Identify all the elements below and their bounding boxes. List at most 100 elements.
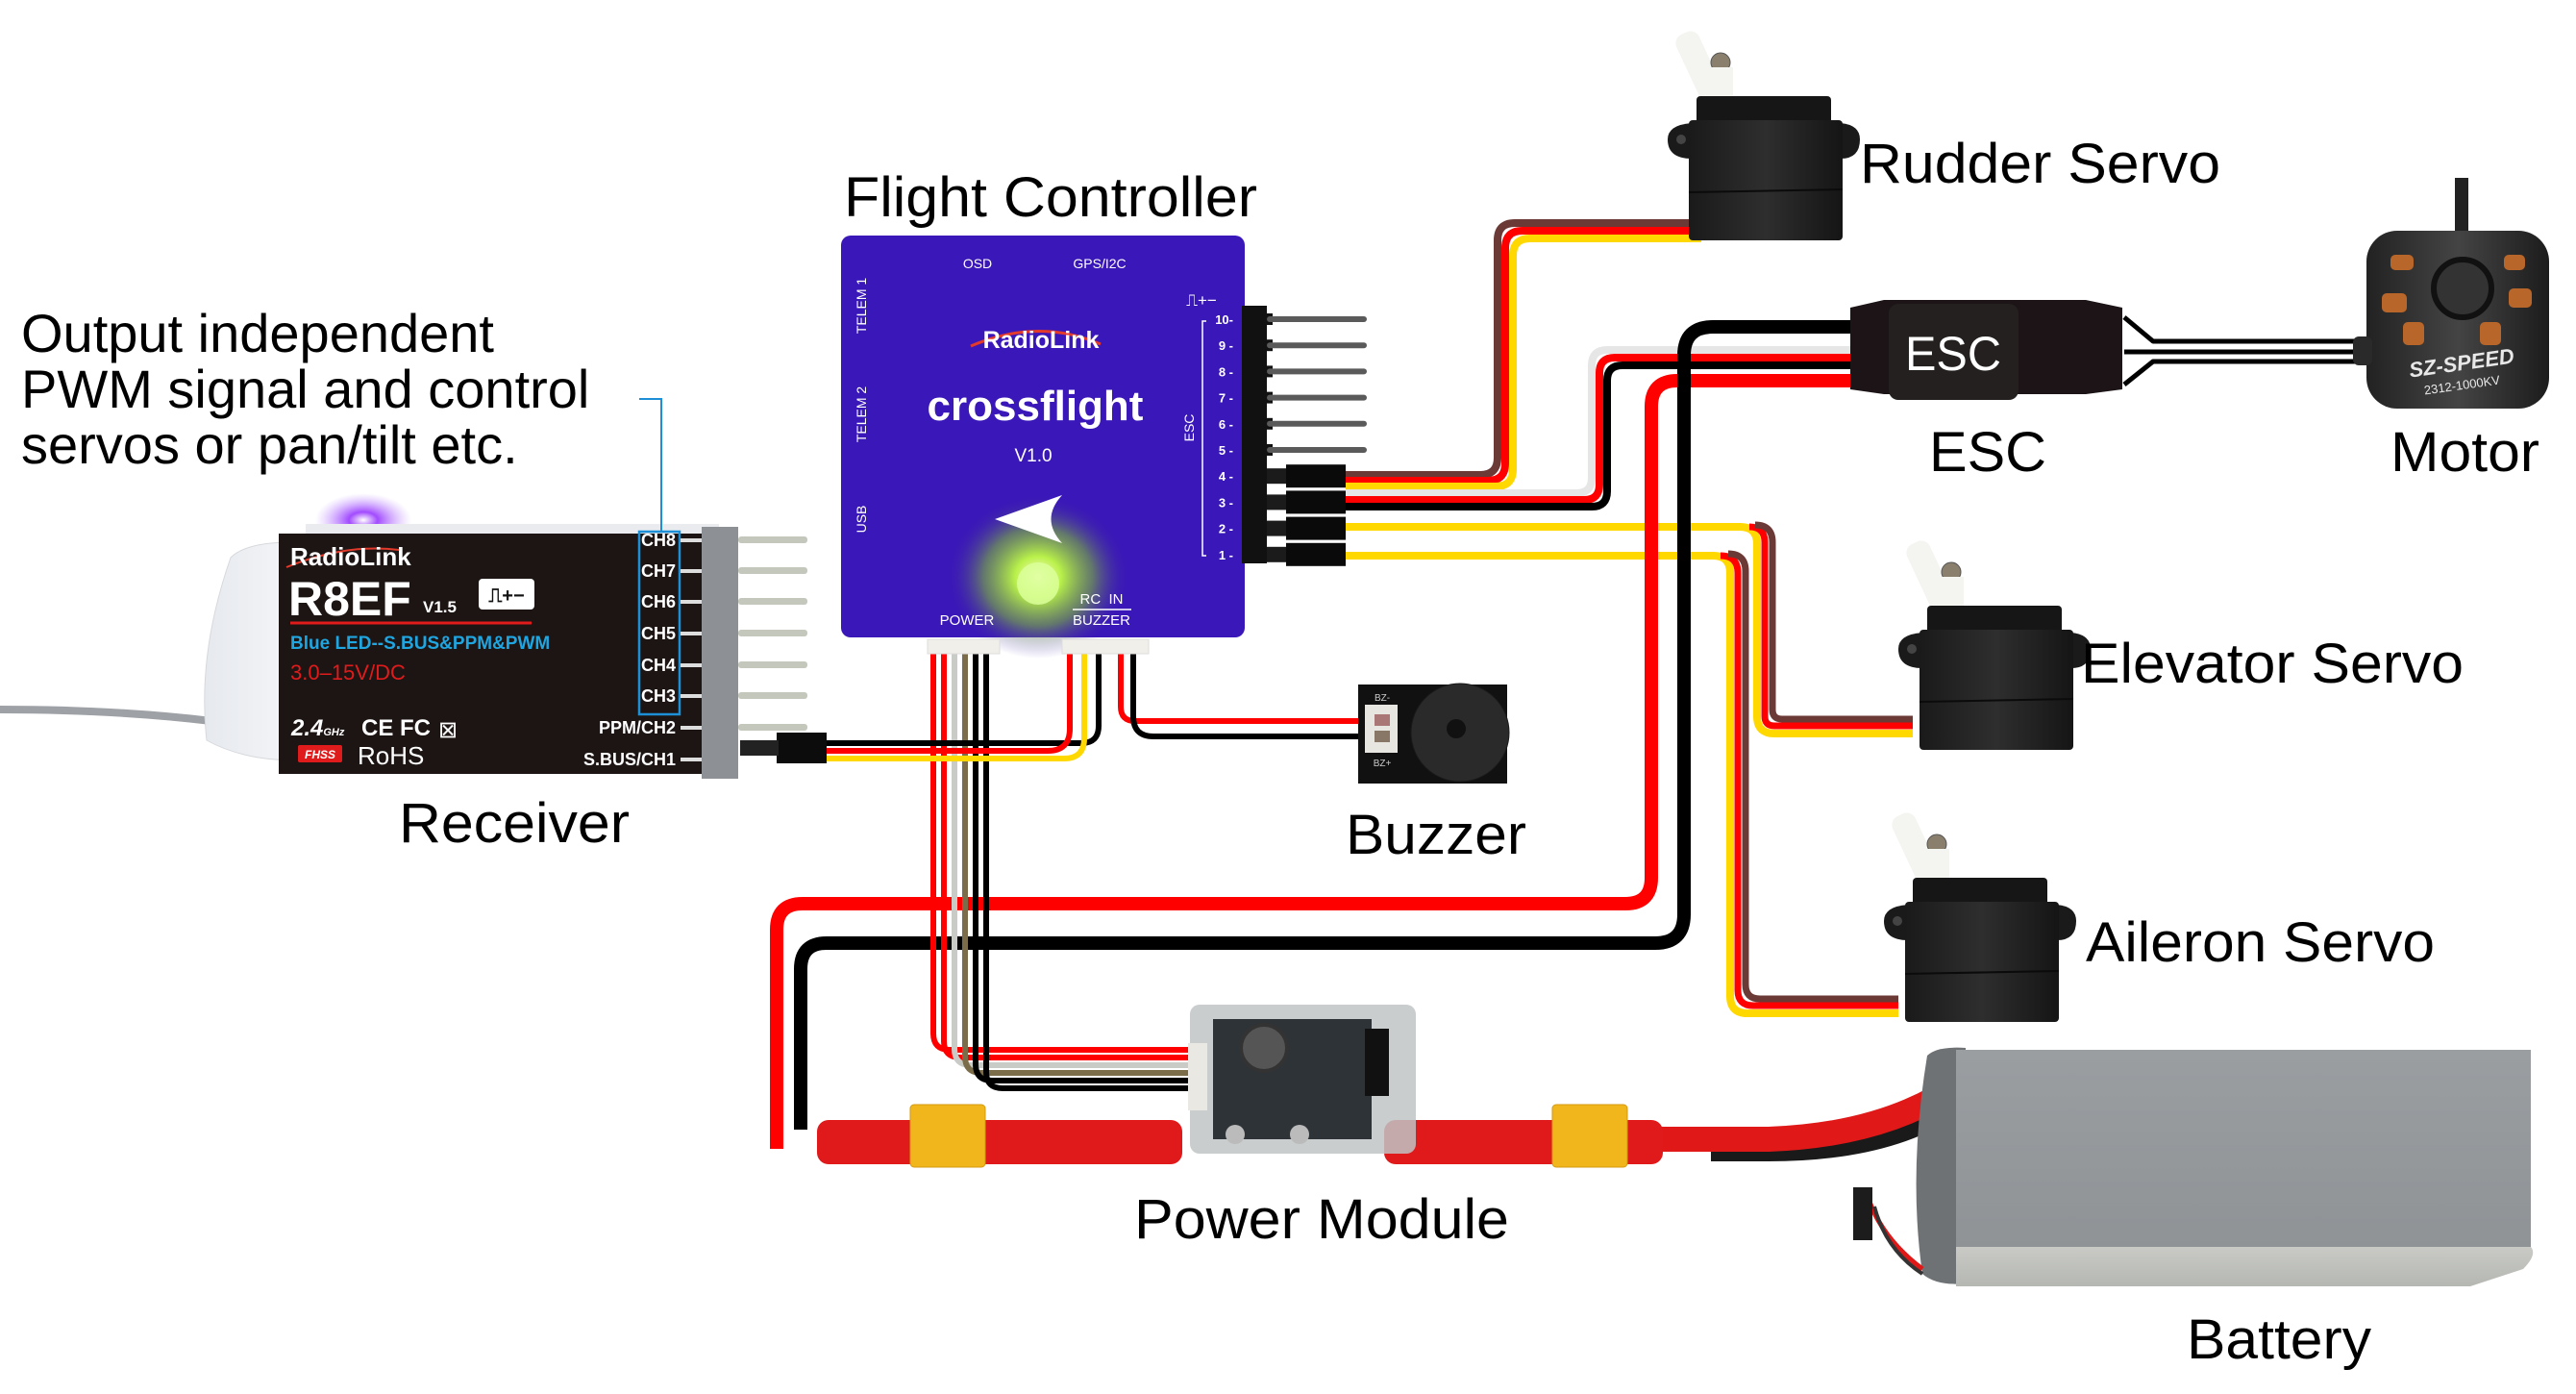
fc-rcin-connector[interactable] — [1061, 638, 1150, 655]
esc-plug[interactable] — [1286, 542, 1346, 566]
esc-plug[interactable] — [1286, 464, 1346, 488]
receiver-pin-legend: ⎍+− — [488, 585, 524, 607]
esc-label-plate — [1889, 304, 2019, 400]
receiver-ch1-lead — [740, 740, 779, 756]
fc-rcin-label: RC IN — [1080, 591, 1124, 608]
receiver-pin-tick — [681, 694, 702, 698]
receiver-feature: Blue LED--S.BUS&PPM&PWM — [290, 634, 550, 654]
fc-brand: RadioLink — [983, 327, 1100, 354]
receiver-pin-tick — [681, 600, 702, 604]
buzzer-hole — [1447, 719, 1466, 738]
power-module-capacitor — [1365, 1029, 1389, 1096]
esc-pin-empty — [1267, 420, 1367, 427]
fc-model: crossflight — [928, 383, 1144, 430]
fc-version: V1.0 — [1014, 446, 1052, 466]
receiver-pin — [738, 567, 807, 574]
receiver-fhss-badge — [298, 745, 342, 762]
power-module-board — [1213, 1019, 1372, 1139]
power-module-screw-left — [1226, 1125, 1245, 1144]
fc-esc-header — [1242, 306, 1267, 563]
battery-front — [1956, 1247, 2534, 1286]
note-callout-line — [639, 398, 662, 532]
power-module — [817, 1005, 1663, 1168]
fc-brand-swoosh — [970, 330, 1102, 348]
flight-controller: OSD GPS/I2C TELEM 1 TELEM 2 USB RadioLin… — [841, 236, 1367, 659]
servo-seam — [1688, 188, 1844, 193]
fc-esc-pins: 10-9 -8 -7 -6 -5 -4 -3 -2 -1 - — [1215, 312, 1367, 566]
fc-usb-label: USB — [854, 506, 869, 534]
fc-buzzer-label: BUZZER — [1073, 612, 1130, 629]
wire-motor-a — [2122, 315, 2374, 344]
receiver-channel-label: CH4 — [641, 656, 676, 675]
servo-body — [1689, 120, 1843, 240]
receiver-pin — [738, 661, 807, 668]
receiver-pin-tick — [681, 663, 702, 667]
buzzer-pin-plus — [1375, 714, 1390, 726]
esc-plate-text: ESC — [1905, 327, 2001, 381]
buzzer: BZ- BZ+ — [1358, 683, 1510, 784]
receiver-pin — [738, 692, 807, 699]
power-lead-left — [817, 1120, 1182, 1164]
esc-channel-label: 8 - — [1219, 364, 1233, 379]
fc-pin-legend: ⎍+− — [1186, 291, 1217, 310]
power-module-jst[interactable] — [1188, 1043, 1207, 1110]
battery-balance-plug[interactable] — [1853, 1187, 1872, 1240]
fc-power-label: POWER — [940, 612, 995, 629]
wire-buzzer-black — [1130, 652, 1365, 739]
motor-lead-boot — [2353, 336, 2372, 365]
buzzer-connector[interactable] — [1365, 705, 1398, 753]
battery — [1853, 1047, 2534, 1286]
esc-pin-empty — [1267, 342, 1367, 349]
servo-seam — [1904, 970, 2060, 975]
elevator-servo — [1898, 540, 2091, 750]
buzzer-pin-minus — [1375, 731, 1390, 742]
receiver-pin-tick — [681, 726, 702, 730]
wire-rcin-yellow — [827, 652, 1087, 761]
receiver-pin-strip — [702, 527, 738, 779]
wire-buzzer-red — [1118, 652, 1365, 724]
esc-channel-label: 10- — [1215, 312, 1233, 327]
esc-channel-label: 2 - — [1219, 522, 1233, 536]
esc-channel-label: 4 - — [1219, 469, 1233, 484]
label-power-module: Power Module — [1134, 1188, 1509, 1251]
servo-seam — [1919, 698, 2074, 703]
fc-telem2-label: TELEM 2 — [854, 386, 869, 443]
wire-rudder-brown — [1346, 219, 1701, 479]
esc: ESC — [1850, 300, 2122, 400]
note-line-3: servos or pan/tilt etc. — [21, 414, 518, 475]
receiver-ch1-plug[interactable] — [777, 733, 827, 763]
fc-esc-bracket — [1201, 320, 1206, 557]
esc-pin-empty — [1267, 316, 1367, 322]
wire-rudder-yellow — [1346, 235, 1701, 490]
esc-plug[interactable] — [1286, 490, 1346, 514]
label-receiver: Receiver — [399, 792, 630, 855]
receiver-pin — [738, 536, 807, 543]
esc-channel-label: 5 - — [1219, 443, 1233, 458]
receiver-voltage: 3.0–15V/DC — [290, 660, 406, 685]
note-line-2: PWM signal and control — [21, 359, 590, 419]
servo-body — [1905, 902, 2059, 1022]
esc-pin-empty — [1267, 447, 1367, 453]
wire-elevator-red — [1748, 523, 1913, 730]
fc-osd-label: OSD — [963, 256, 992, 271]
esc-plug[interactable] — [1286, 516, 1346, 540]
fc-esc-label: ESC — [1181, 414, 1197, 442]
esc-channel-label: 9 - — [1219, 338, 1233, 353]
fc-title: Flight Controller — [844, 166, 1257, 229]
power-module-inductor — [1239, 1023, 1289, 1073]
label-battery: Battery — [2187, 1308, 2371, 1371]
fc-power-connector[interactable] — [927, 638, 1001, 655]
wire-elevator-yellow — [1346, 523, 1913, 737]
fc-gps-label: GPS/I2C — [1073, 256, 1126, 271]
wire-esc-black — [1346, 361, 1855, 510]
xt60-right-connector[interactable] — [1551, 1104, 1628, 1168]
label-rudder-servo: Rudder Servo — [1860, 133, 2220, 195]
receiver: RadioLink R8EF V1.5 ⎍+− Blue LED--S.BUS&… — [0, 493, 827, 779]
esc-channel-label: 7 - — [1219, 391, 1233, 406]
esc-pin-empty — [1267, 394, 1367, 401]
wire-esc-power-red — [770, 374, 1855, 1149]
receiver-fhss: FHSS — [305, 748, 335, 761]
xt60-left-connector[interactable] — [909, 1104, 986, 1168]
receiver-pin — [738, 598, 807, 605]
